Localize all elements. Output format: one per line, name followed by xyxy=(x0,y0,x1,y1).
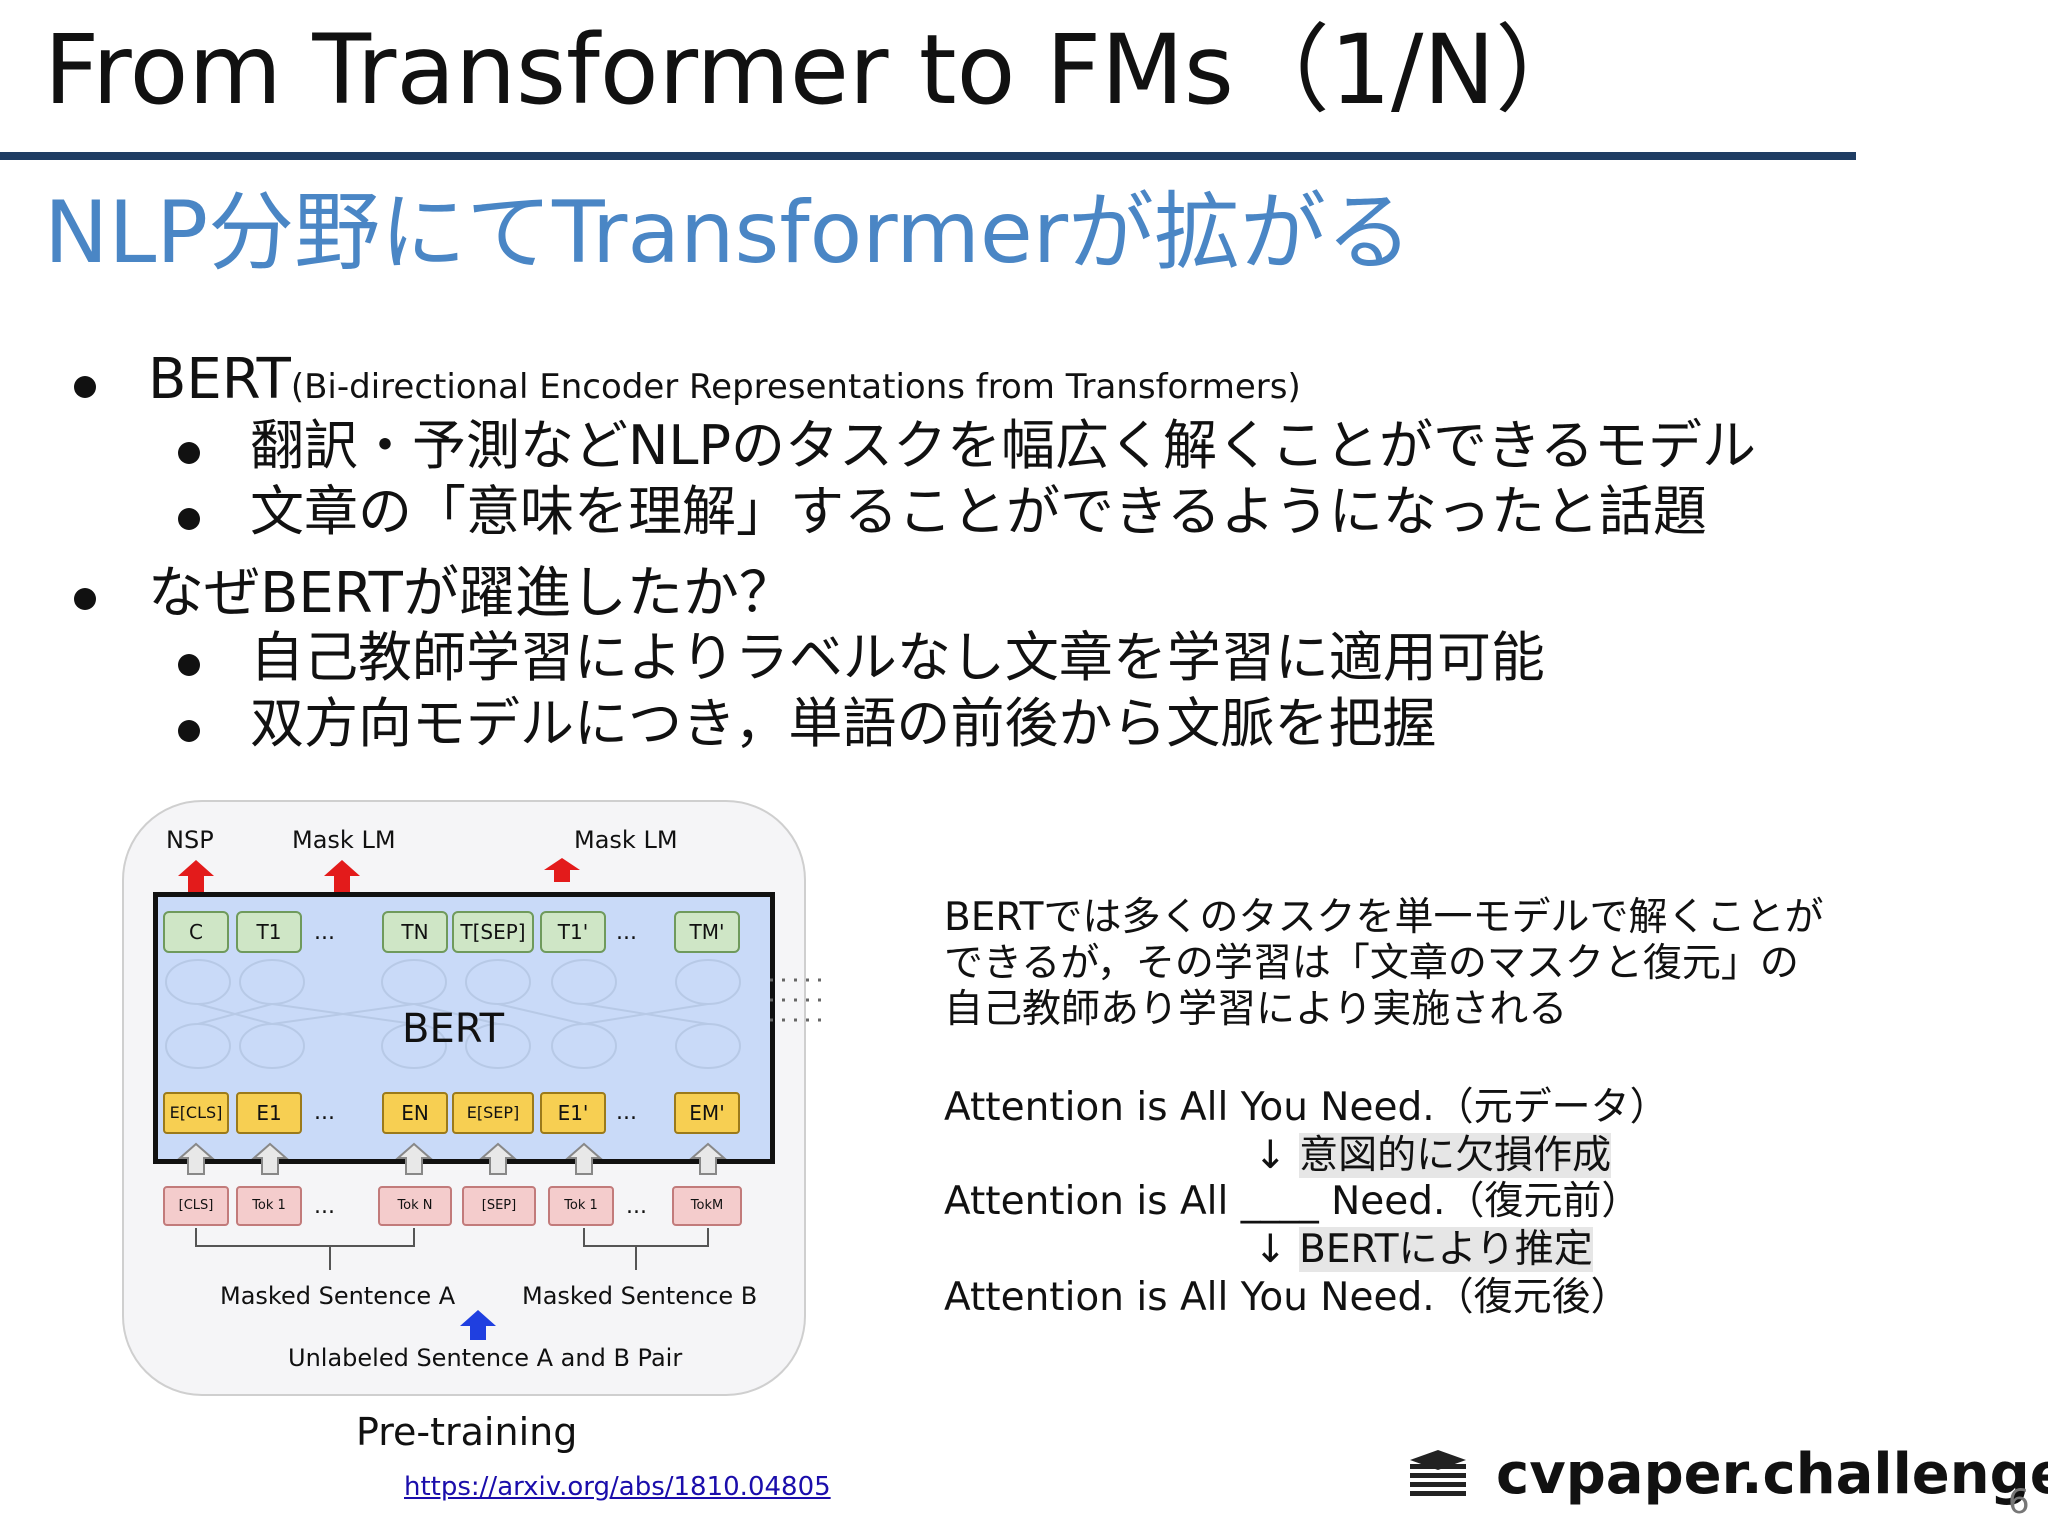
bullet-why: なぜBERTが躍進したか？ xyxy=(148,561,795,626)
title-divider xyxy=(0,152,1856,160)
explanation-line-3: 自己教師あり学習により実施される xyxy=(944,987,1568,1032)
cvpaper-logo-icon xyxy=(1410,1450,1466,1496)
bullet-dot xyxy=(178,508,200,530)
example-step-2: ↓ BERTにより推定 xyxy=(1254,1227,1593,1273)
bullet-bert-expansion: (Bi-directional Encoder Representations … xyxy=(290,367,1301,407)
input-token: TokM xyxy=(672,1186,742,1226)
ellipsis: ... xyxy=(616,1100,637,1125)
bullet-dot xyxy=(178,654,200,676)
input-token: Tok 1 xyxy=(548,1186,614,1226)
example-step-1: ↓ 意図的に欠損作成 xyxy=(1254,1133,1612,1179)
explanation-line-2: できるが，その学習は「文章のマスクと復元」の xyxy=(944,941,1799,986)
page-number: 6 xyxy=(2008,1482,2030,1522)
bullet-bert-label: BERT xyxy=(148,347,291,412)
mask-note: 意図的に欠損作成 xyxy=(1299,1133,1612,1178)
example-masked: Attention is All ____ Need.（復元前） xyxy=(944,1179,1641,1225)
estimate-note: BERTにより推定 xyxy=(1299,1227,1593,1272)
example-original: Attention is All You Need.（元データ） xyxy=(944,1085,1669,1130)
masked-blank: ____ xyxy=(1240,1179,1319,1224)
sentence-brackets xyxy=(195,1228,709,1270)
grey-arrows xyxy=(177,1142,727,1175)
output-token: T1 xyxy=(236,911,302,953)
input-token: Tok 1 xyxy=(236,1186,302,1226)
embedding-token: E1' xyxy=(540,1092,606,1134)
mask-lm-label: Mask LM xyxy=(574,826,678,854)
ellipsis: ... xyxy=(314,1194,335,1219)
embedding-token: EN xyxy=(382,1092,448,1134)
bert-layer-nodes xyxy=(165,959,741,1069)
sentence-b-label: Masked Sentence B xyxy=(522,1282,758,1310)
down-arrow-icon: ↓ xyxy=(1254,1227,1287,1272)
example-restored: Attention is All You Need.（復元後） xyxy=(944,1275,1630,1320)
input-token: [SEP] xyxy=(462,1186,536,1226)
slide-title: From Transformer to FMs（1/N） xyxy=(44,14,1592,126)
red-arrows xyxy=(178,858,580,892)
ellipsis: ... xyxy=(314,1100,335,1125)
ellipsis: ... xyxy=(314,920,335,945)
bullet-dot xyxy=(178,720,200,742)
down-arrow-icon: ↓ xyxy=(1254,1133,1287,1178)
bullet-why-sub1: 自己教師学習によりラベルなし文章を学習に適用可能 xyxy=(250,626,1545,689)
nsp-label: NSP xyxy=(166,826,214,854)
ellipsis: ... xyxy=(616,920,637,945)
output-token: TM' xyxy=(674,911,740,953)
bullet-why-sub2: 双方向モデルにつき，単語の前後から文脈を把握 xyxy=(250,692,1437,755)
bullet-bert-sub2: 文章の「意味を理解」することができるようになったと話題 xyxy=(250,480,1707,543)
masked-suffix: Need.（復元前） xyxy=(1318,1179,1641,1224)
embedding-token: E[CLS] xyxy=(163,1092,229,1134)
output-token: T[SEP] xyxy=(452,911,534,953)
explanation-line-1: BERTでは多くのタスクを単一モデルで解くことが xyxy=(944,895,1824,940)
bert-center-label: BERT xyxy=(402,1006,505,1052)
sentence-a-label: Masked Sentence A xyxy=(220,1282,456,1310)
output-token: TN xyxy=(382,911,448,953)
bullet-dot xyxy=(74,376,96,398)
slide-subtitle: NLP分野にてTransformerが拡がる xyxy=(44,183,1413,283)
masked-prefix: Attention is All xyxy=(944,1179,1241,1224)
brand-name: cvpaper.challenge xyxy=(1496,1442,2048,1507)
arxiv-link[interactable]: https://arxiv.org/abs/1810.04805 xyxy=(404,1472,831,1502)
embedding-token: EM' xyxy=(674,1092,740,1134)
bullet-bert-sub1: 翻訳・予測などNLPのタスクを幅広く解くことができるモデル xyxy=(250,414,1756,477)
embedding-token: E1 xyxy=(236,1092,302,1134)
mask-lm-label: Mask LM xyxy=(292,826,396,854)
pair-label: Unlabeled Sentence A and B Pair xyxy=(288,1344,683,1372)
ellipsis: ... xyxy=(626,1194,647,1219)
dotted-connector xyxy=(770,978,822,1022)
input-token: [CLS] xyxy=(163,1186,229,1226)
bullet-dot xyxy=(178,442,200,464)
embedding-token: E[SEP] xyxy=(452,1092,534,1134)
bullet-dot xyxy=(74,588,96,610)
bullet-bert: BERT(Bi-directional Encoder Representati… xyxy=(148,346,1301,413)
output-token: T1' xyxy=(540,911,606,953)
output-token: C xyxy=(163,911,229,953)
pretraining-caption: Pre-training xyxy=(356,1410,578,1454)
input-token: Tok N xyxy=(378,1186,452,1226)
blue-arrow xyxy=(460,1310,496,1340)
